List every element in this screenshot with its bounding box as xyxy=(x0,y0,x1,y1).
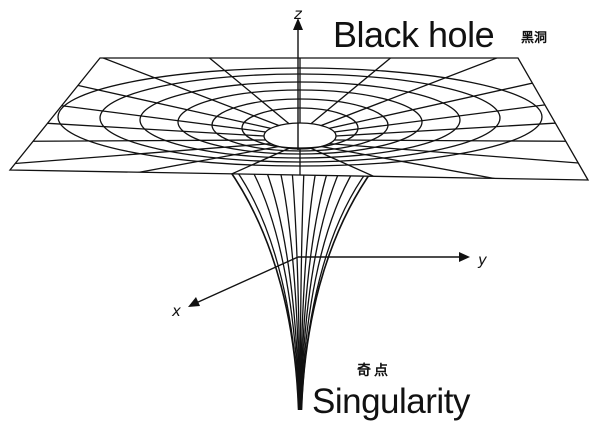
grid-spoke xyxy=(335,116,588,137)
z-axis xyxy=(293,18,303,150)
spacetime-sheet xyxy=(8,57,590,181)
funnel-edge xyxy=(300,167,375,411)
black-hole-label-chinese: 黑洞 xyxy=(521,31,548,46)
y-axis-label: y xyxy=(478,251,487,269)
x-axis-arrow xyxy=(188,297,200,307)
grid-spoke xyxy=(310,147,412,180)
grid-spoke xyxy=(310,58,412,125)
axis-lines xyxy=(188,252,470,307)
grid-spoke xyxy=(321,145,512,180)
grid-spoke xyxy=(334,91,588,133)
funnel-line xyxy=(251,169,300,411)
grid-spoke xyxy=(10,91,266,133)
grid-spoke xyxy=(10,139,266,143)
funnel-line xyxy=(299,169,329,411)
grid-spoke xyxy=(320,58,512,127)
x-axis-label: x xyxy=(172,302,181,320)
y-axis-arrow xyxy=(459,252,470,262)
funnel-line xyxy=(300,169,341,411)
singularity-label: Singularity xyxy=(312,382,470,421)
grid-spoke xyxy=(10,142,271,165)
funnel-line xyxy=(265,169,300,411)
grid-spoke xyxy=(188,58,290,125)
grid-spoke xyxy=(10,116,265,137)
sheet-outline xyxy=(8,57,590,181)
z-axis-arrow xyxy=(293,18,303,30)
black-hole-label: Black hole xyxy=(333,14,495,55)
z-axis-label: z xyxy=(294,5,302,23)
grid-spoke xyxy=(88,58,280,127)
funnel-edge xyxy=(227,167,300,411)
x-axis-line xyxy=(195,256,299,304)
grid-spoke xyxy=(188,147,290,180)
grid-spoke xyxy=(329,142,588,165)
singularity-label-chinese: 奇点 xyxy=(357,363,391,379)
funnel-throat-lines xyxy=(227,167,375,411)
grid-spoke xyxy=(334,139,588,143)
